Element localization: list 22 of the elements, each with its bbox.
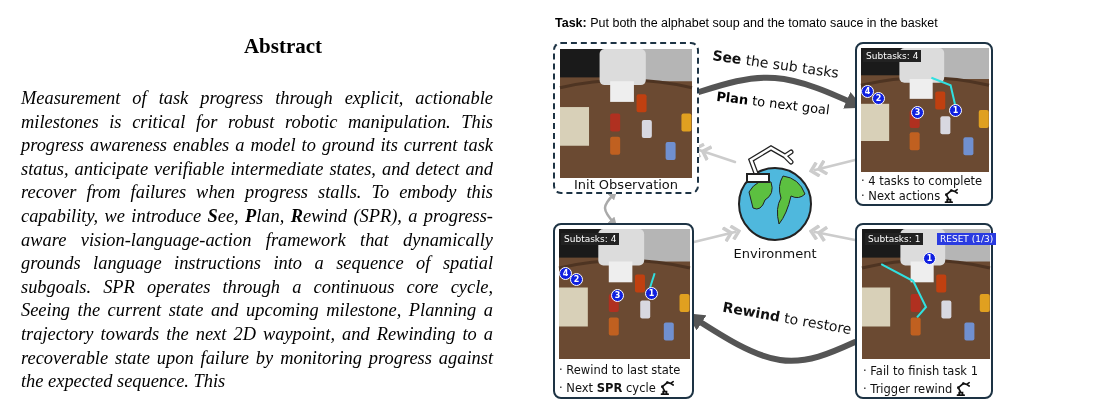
step-card [855, 223, 993, 399]
step-card [553, 223, 694, 399]
subtask-counter: Subtasks: 4 [561, 233, 620, 245]
subtask-counter: Subtasks: 1 [865, 233, 924, 245]
observation-card [553, 42, 699, 194]
bullet-text: · Next actions [861, 188, 941, 203]
reset-counter: RESET (1/3) [937, 233, 997, 245]
task-instruction: Task: Put both the alphabet soup and the tomato sauce in the basket [555, 16, 939, 30]
edge-label: Rewind to restore [721, 298, 853, 338]
bullet-text: · 4 tasks to complete [861, 174, 983, 188]
caption-text: Environment [732, 246, 818, 261]
abstract-paragraph: Measurement of task progress through explicit, actionable milestones is critical for robust robotic manipulation. This progress awareness enables a model to ground its current task status, anticipate verifiable intermediate states, and detect and recover from failures when progress stalls. To embody this capability, we introduce See, Plan, Rewind (SPR), a progress-aware vision-language-action framework that dynamically grounds language instructions into a sequence of spatial subgoals. SPR operates through a continuous core cycle, Seeing the current state and upcoming milestone, Planning a trajectory towards the next 2D waypoint, and Rewinding to a recoverable state upon failure by monitoring progress against the expected sequence. This [21, 87, 493, 394]
section-heading: Abstract [242, 34, 324, 59]
bullet-text: · Next SPR cycle [559, 380, 656, 395]
bullet-text: · Rewind to last state [559, 363, 681, 377]
subtask-counter: Subtasks: 4 [863, 50, 922, 62]
edge-label: See the sub tasks [711, 47, 840, 81]
caption-text: Init Observation [572, 177, 680, 192]
arrow-caption: Plan to next goal [715, 88, 832, 119]
bullet-text: · Trigger rewind [863, 381, 953, 396]
step-card [855, 42, 993, 206]
bullet-text: · Fail to finish task 1 [863, 364, 978, 378]
